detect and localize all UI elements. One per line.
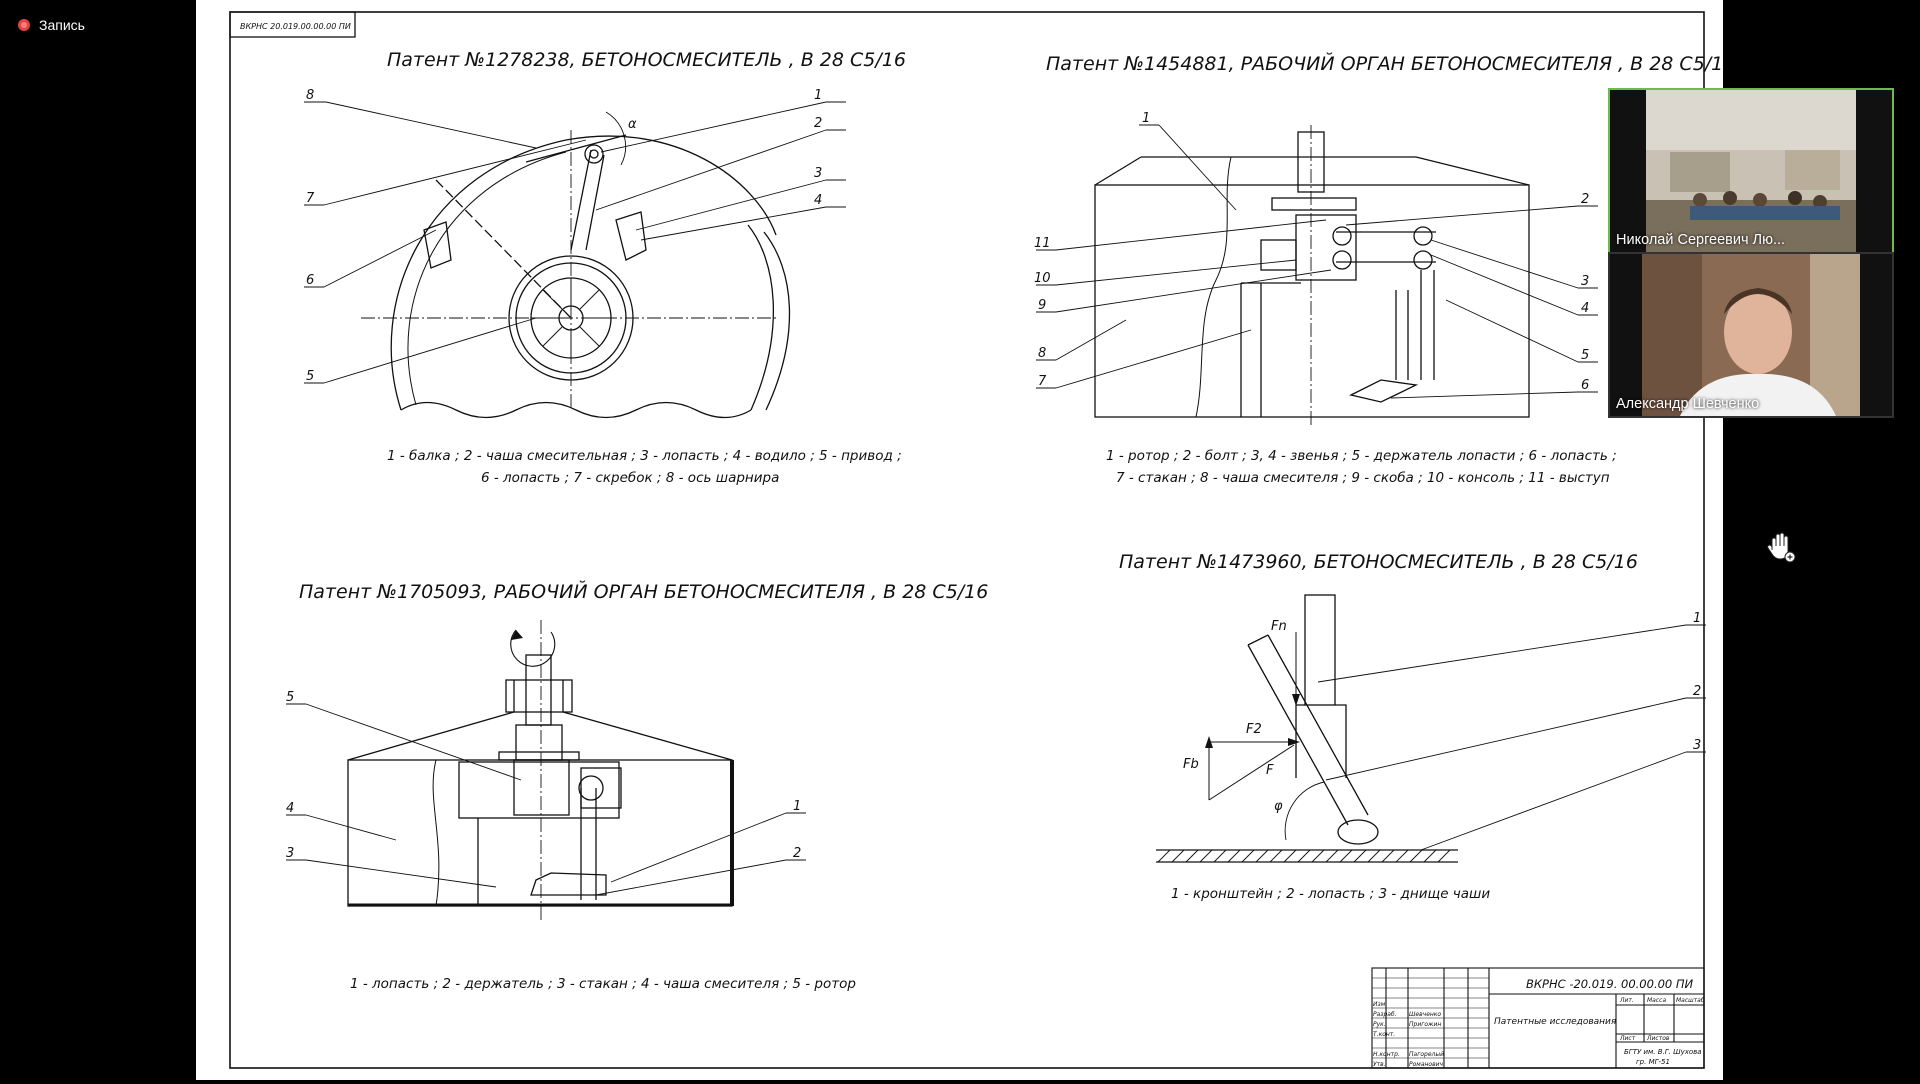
title-block-col-scale: Масштаб [1676, 997, 1705, 1004]
corner-stamp: ВКРНС 20.019.00.00.00 ПИ [240, 22, 351, 31]
title-block-doc-name: Патентные исследования [1494, 1017, 1617, 1027]
callout-2: 2 [814, 116, 822, 131]
panel-patent-1454881: Патент №1454881, РАБОЧИЙ ОРГАН БЕТОНОСМЕ… [1034, 52, 1735, 486]
callout-10: 10 [1034, 271, 1051, 286]
panel-legend-line2: 7 - стакан ; 8 - чаша смесителя ; 9 - ск… [1116, 470, 1610, 486]
callout-11: 11 [1034, 236, 1051, 251]
callout-4: 4 [286, 801, 294, 816]
angle-label: α [628, 117, 637, 132]
floor-hatch [1157, 849, 1451, 863]
record-icon [18, 19, 30, 31]
callout-1: 1 [793, 799, 801, 814]
force-f-label: F [1266, 763, 1274, 778]
title-block-row: Разраб. [1373, 1011, 1397, 1018]
panel-title: Патент №1473960, БЕТОНОСМЕСИТЕЛЬ , В 28 … [1119, 551, 1638, 573]
title-block: ВКРНС -20.019. 00.00.00 ПИ Патентные исс… [1371, 967, 1705, 1069]
title-block-person: Пагорелый [1409, 1051, 1444, 1058]
speaker-video [1610, 254, 1892, 416]
leader-lines [286, 703, 806, 896]
title-block-org-line2: гр. МГ-51 [1636, 1058, 1670, 1066]
recording-label: Запись [39, 17, 85, 33]
title-block-row: Изм. [1373, 1001, 1387, 1008]
corner-stamp-box [229, 11, 356, 38]
panel-patent-1278238: Патент №1278238, БЕТОНОСМЕСИТЕЛЬ , В 28 … [304, 49, 906, 486]
recording-indicator: Запись [18, 17, 85, 33]
panel-legend-line1: 1 - лопасть ; 2 - держатель ; 3 - стакан… [350, 976, 856, 992]
participant-tile-1[interactable]: Николай Сергеевич Лю... [1608, 88, 1894, 254]
callout-2: 2 [1581, 192, 1589, 207]
panel-patent-1473960: Патент №1473960, БЕТОНОСМЕСИТЕЛЬ , В 28 … [1119, 551, 1706, 902]
title-block-col-mass: Масса [1647, 997, 1666, 1004]
title-block-person: Пригожин [1409, 1021, 1441, 1028]
title-block-person: Шевченко [1409, 1011, 1441, 1018]
title-block-row: Утв. [1373, 1061, 1386, 1068]
panel-legend-line1: 1 - балка ; 2 - чаша смесительная ; 3 - … [387, 448, 902, 464]
callout-1: 1 [1693, 611, 1701, 626]
callout-6: 6 [1581, 378, 1589, 393]
panel-title: Патент №1705093, РАБОЧИЙ ОРГАН БЕТОНОСМЕ… [299, 580, 988, 603]
leader-lines [1317, 624, 1706, 851]
panel-legend-line1: 1 - кронштейн ; 2 - лопасть ; 3 - днище … [1171, 886, 1490, 902]
callout-3: 3 [814, 166, 822, 181]
callout-1: 1 [814, 88, 822, 103]
force-fn-label: Fn [1271, 619, 1287, 634]
title-block-col-lit: Лит. [1619, 997, 1634, 1004]
callout-5: 5 [1581, 348, 1589, 363]
force-fb-label: Fb [1183, 757, 1199, 772]
leader-lines [1036, 124, 1598, 399]
panel-title: Патент №1454881, РАБОЧИЙ ОРГАН БЕТОНОСМЕ… [1046, 52, 1723, 75]
shared-screen-drawing: ВКРНС 20.019.00.00.00 ПИ Патент №1278238… [196, 0, 1735, 1080]
title-block-code: ВКРНС -20.019. 00.00.00 ПИ [1526, 977, 1694, 991]
callout-3: 3 [1581, 274, 1589, 289]
callout-7: 7 [306, 191, 315, 206]
leader-lines [304, 101, 846, 384]
callout-5: 5 [286, 690, 294, 705]
panel-title: Патент №1278238, БЕТОНОСМЕСИТЕЛЬ , В 28 … [387, 49, 906, 71]
title-block-row: Т.конт. [1373, 1031, 1395, 1038]
callout-3: 3 [1693, 738, 1701, 753]
panel-legend-line2: 6 - лопасть ; 7 - скребок ; 8 - ось шарн… [481, 470, 779, 486]
callout-9: 9 [1038, 298, 1046, 313]
angle-phi-label: φ [1274, 799, 1283, 814]
drawing-frame [229, 11, 1705, 1069]
conference-room-video [1610, 90, 1892, 252]
title-block-person: Романович [1409, 1061, 1444, 1068]
callout-3: 3 [286, 846, 294, 861]
callout-4: 4 [814, 193, 822, 208]
panel-legend-line1: 1 - ротор ; 2 - болт ; 3, 4 - звенья ; 5… [1106, 448, 1617, 464]
participant-name: Александр Шевченко [1616, 396, 1760, 412]
callout-1: 1 [1142, 111, 1150, 126]
callout-2: 2 [1693, 684, 1701, 699]
title-block-sheets: Листов [1646, 1035, 1670, 1042]
callout-2: 2 [793, 846, 801, 861]
callout-8: 8 [306, 88, 314, 103]
participant-name: Николай Сергеевич Лю... [1616, 232, 1786, 248]
raise-hand-icon[interactable] [1763, 530, 1797, 564]
callout-6: 6 [306, 273, 314, 288]
callout-8: 8 [1038, 346, 1046, 361]
callout-7: 7 [1038, 374, 1047, 389]
title-block-row: Рук. [1373, 1021, 1386, 1028]
panel-patent-1705093: Патент №1705093, РАБОЧИЙ ОРГАН БЕТОНОСМЕ… [286, 580, 988, 992]
participant-tile-2[interactable]: Александр Шевченко [1608, 252, 1894, 418]
callout-5: 5 [306, 369, 314, 384]
callout-4: 4 [1581, 301, 1589, 316]
title-block-sheet: Лист [1619, 1035, 1636, 1042]
title-block-org-line1: БГТУ им. В.Г. Шухова [1624, 1048, 1702, 1056]
title-block-row: Н.контр. [1373, 1051, 1400, 1058]
force-f2-label: F2 [1246, 722, 1262, 737]
